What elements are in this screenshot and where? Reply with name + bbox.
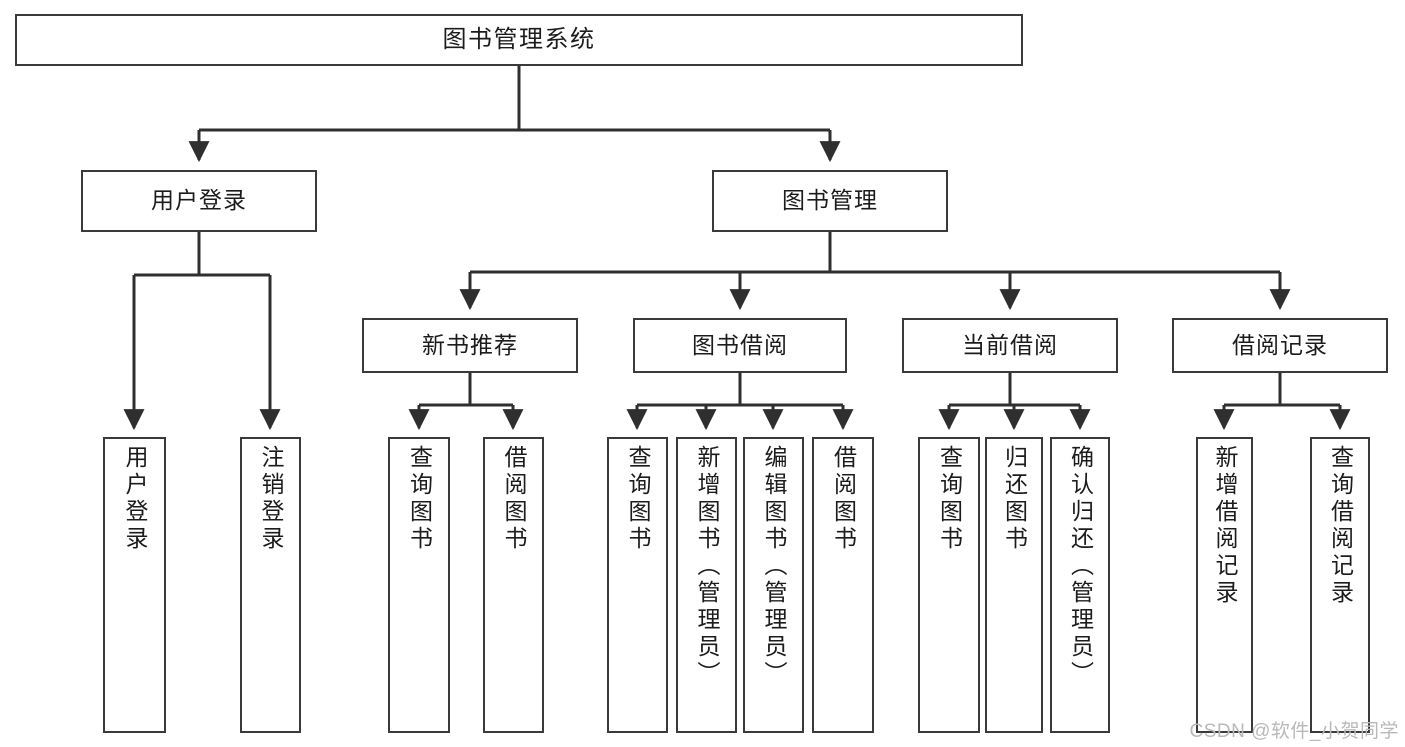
node-current-borrow[interactable]: 当前借阅	[902, 318, 1118, 373]
node-label: 编辑图书（管理员）	[761, 445, 787, 688]
leaf-query-book-3[interactable]: 查询图书	[918, 437, 980, 733]
leaf-edit-book-admin[interactable]: 编辑图书（管理员）	[743, 437, 804, 733]
node-label: 查询图书	[936, 445, 963, 553]
node-root-system[interactable]: 图书管理系统	[15, 14, 1023, 66]
leaf-borrow-book-1[interactable]: 借阅图书	[483, 437, 544, 733]
node-label: 借阅图书	[830, 445, 857, 553]
node-label: 借阅记录	[1232, 331, 1328, 358]
node-label: 图书管理	[782, 187, 878, 214]
node-label: 注销登录	[258, 445, 284, 553]
leaf-logout-login[interactable]: 注销登录	[240, 437, 301, 733]
node-label: 确认归还（管理员）	[1067, 445, 1094, 688]
node-label: 查询借阅记录	[1327, 445, 1354, 607]
node-label: 用户登录	[151, 187, 247, 214]
node-book-management[interactable]: 图书管理	[712, 170, 948, 232]
node-label: 新书推荐	[422, 331, 518, 358]
node-borrow-record[interactable]: 借阅记录	[1172, 318, 1388, 373]
node-label: 新增借阅记录	[1212, 445, 1238, 607]
watermark: CSDN @软件_小贺同学	[1189, 721, 1399, 742]
leaf-confirm-return-admin[interactable]: 确认归还（管理员）	[1050, 437, 1110, 733]
node-new-book-recommend[interactable]: 新书推荐	[362, 318, 578, 373]
node-label: 图书管理系统	[442, 25, 596, 53]
node-label: 查询图书	[406, 445, 433, 553]
leaf-query-book-2[interactable]: 查询图书	[607, 437, 668, 733]
node-user-login[interactable]: 用户登录	[81, 170, 317, 232]
leaf-add-borrow-record[interactable]: 新增借阅记录	[1196, 437, 1253, 733]
node-label: 用户登录	[122, 445, 148, 553]
node-label: 新增图书（管理员）	[694, 445, 720, 688]
leaf-add-book-admin[interactable]: 新增图书（管理员）	[676, 437, 737, 733]
node-label: 查询图书	[625, 445, 651, 553]
leaf-user-login[interactable]: 用户登录	[103, 437, 166, 733]
node-book-borrow[interactable]: 图书借阅	[633, 318, 847, 373]
node-label: 归还图书	[1001, 445, 1028, 553]
leaf-borrow-book-2[interactable]: 借阅图书	[812, 437, 874, 733]
leaf-query-borrow-record[interactable]: 查询借阅记录	[1310, 437, 1370, 733]
node-label: 图书借阅	[692, 331, 788, 358]
leaf-query-book-1[interactable]: 查询图书	[388, 437, 450, 733]
leaf-return-book[interactable]: 归还图书	[985, 437, 1043, 733]
node-label: 当前借阅	[962, 331, 1058, 358]
node-label: 借阅图书	[501, 445, 527, 553]
